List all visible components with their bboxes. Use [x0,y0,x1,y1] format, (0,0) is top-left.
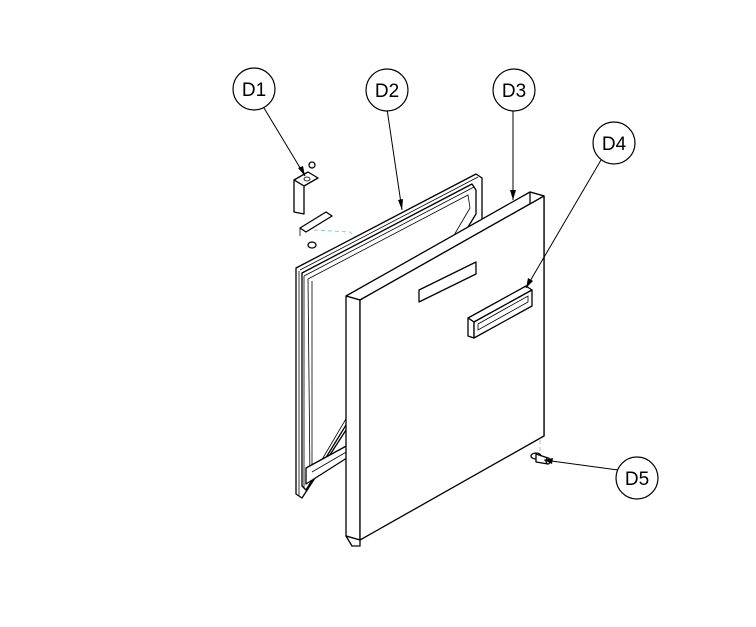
callout-d2: D2 [365,68,409,112]
leader-lines [263,107,619,471]
door-handle [467,285,533,339]
callout-d4-label: D4 [602,134,627,155]
callout-d4: D4 [592,121,636,165]
callout-d3-label: D3 [502,81,526,102]
callout-d5-label: D5 [625,469,649,490]
hinge-assembly [293,161,333,249]
callout-d2-label: D2 [375,81,399,102]
callout-d3: D3 [492,68,536,112]
callout-d5: D5 [615,456,659,500]
door-panel [345,191,545,547]
callout-d1-label: D1 [242,80,266,101]
lower-hinge-pin [530,452,551,465]
callout-d1: D1 [232,67,276,111]
